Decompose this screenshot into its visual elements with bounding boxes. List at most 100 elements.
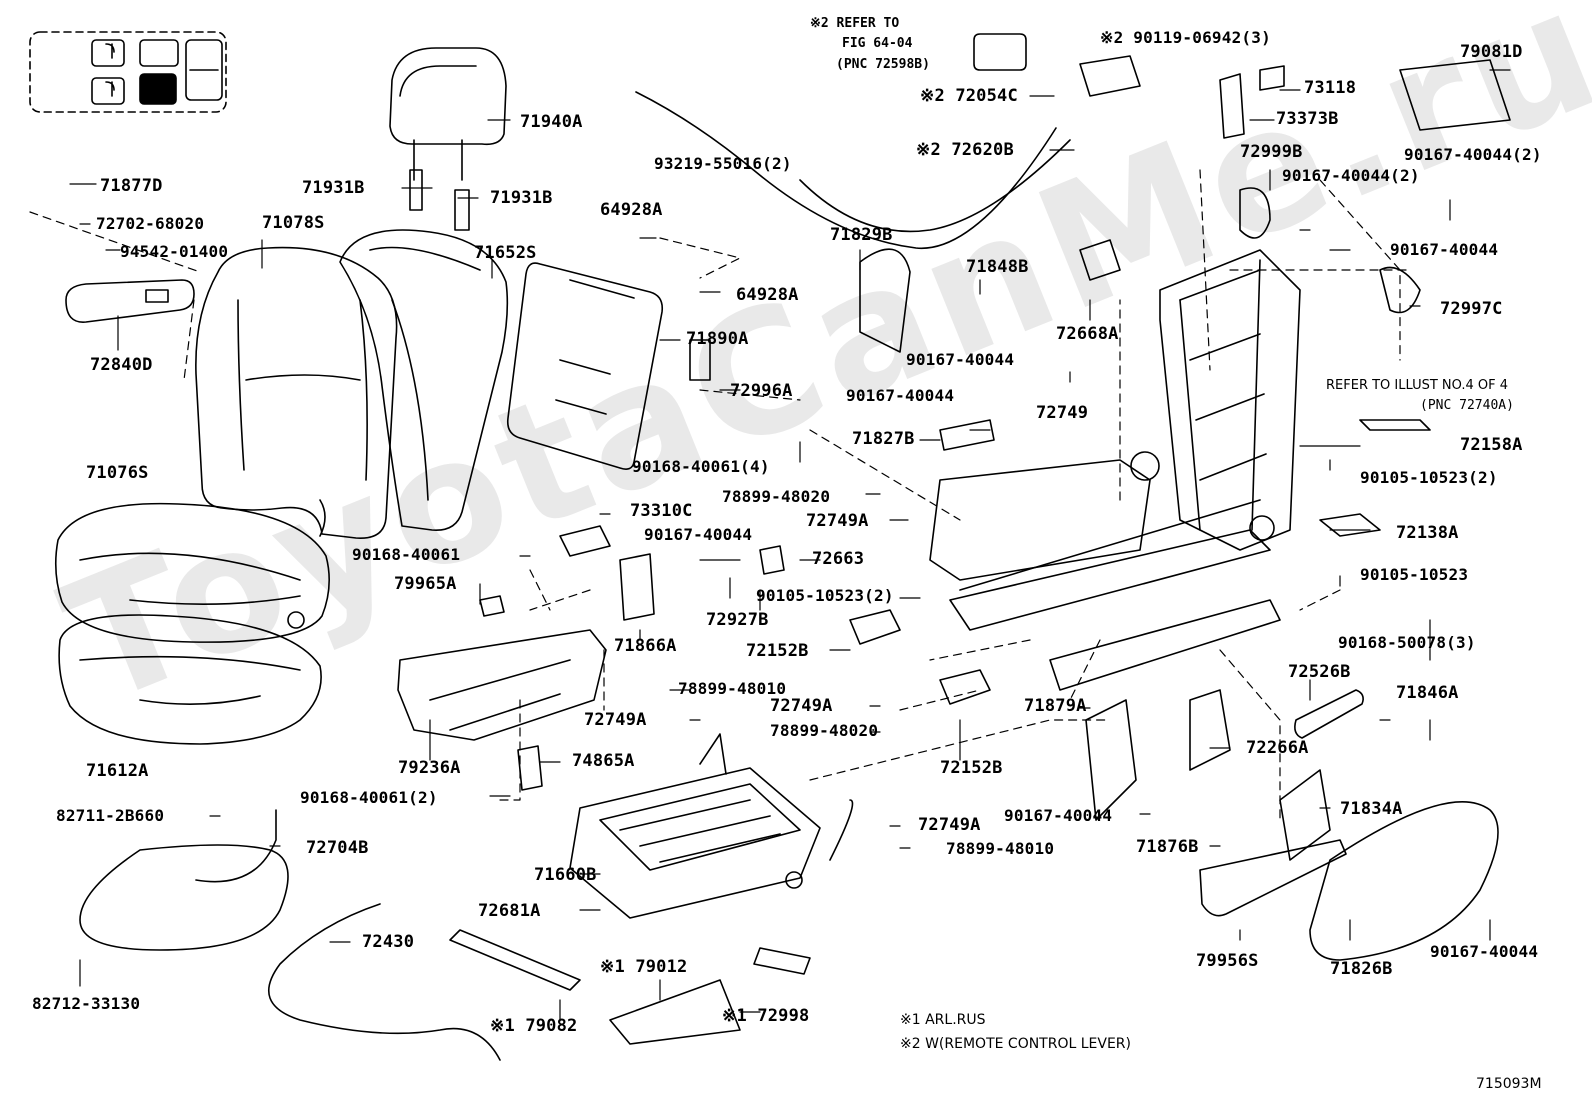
- part-72749A-d[interactable]: 72749A: [918, 815, 981, 835]
- leader-lines: [69, 69, 1511, 1021]
- seat-track-drawing: [929, 459, 1281, 691]
- cushion-frame-drawing: [569, 733, 854, 919]
- diagram-code: 715093M: [1476, 1076, 1542, 1092]
- part-90167-40044-2a[interactable]: 90167-40044(2): [1404, 145, 1542, 164]
- part-82712-33130[interactable]: 82712-33130: [32, 994, 141, 1013]
- seatback-pad-drawing: [339, 229, 509, 531]
- part-71826B[interactable]: 71826B: [1330, 959, 1393, 979]
- part-72999B[interactable]: 72999B: [1240, 142, 1303, 162]
- part-72152B-b[interactable]: 72152B: [940, 758, 1003, 778]
- seatback-frame-drawing: [1130, 249, 1301, 551]
- part-71652S[interactable]: 71652S: [474, 243, 537, 263]
- part-78899-48020-b[interactable]: 78899-48020: [770, 721, 879, 740]
- part-79082[interactable]: ※1 79082: [490, 1016, 578, 1036]
- part-64928A-b[interactable]: 64928A: [736, 285, 799, 305]
- part-72702-68020[interactable]: 72702-68020: [96, 214, 205, 233]
- part-90105-10523-2a[interactable]: 90105-10523(2): [1360, 468, 1498, 487]
- part-72704B[interactable]: 72704B: [306, 838, 369, 858]
- part-71827B[interactable]: 71827B: [852, 429, 915, 449]
- part-71940A[interactable]: 71940A: [520, 112, 583, 132]
- part-73310C[interactable]: 73310C: [630, 501, 693, 521]
- part-90167-40044-2b[interactable]: 90167-40044(2): [1282, 166, 1420, 185]
- part-79236A[interactable]: 79236A: [398, 758, 461, 778]
- part-90105-10523-2b[interactable]: 90105-10523(2): [756, 586, 894, 605]
- part-72054C[interactable]: ※2 72054C: [920, 86, 1018, 106]
- part-71890A[interactable]: 71890A: [686, 329, 749, 349]
- part-71076S[interactable]: 71076S: [86, 463, 149, 483]
- part-72840D[interactable]: 72840D: [90, 355, 153, 375]
- part-64928A-a[interactable]: 64928A: [600, 200, 663, 220]
- part-72158A[interactable]: 72158A: [1460, 435, 1523, 455]
- headrest-drawing: [389, 47, 507, 231]
- part-72430[interactable]: 72430: [362, 932, 415, 952]
- part-72996A[interactable]: 72996A: [730, 381, 793, 401]
- part-72749A-b[interactable]: 72749A: [584, 710, 647, 730]
- illust-refer-line1: REFER TO ILLUST NO.4 OF 4: [1326, 378, 1508, 393]
- part-72138A[interactable]: 72138A: [1396, 523, 1459, 543]
- part-78899-48010-b[interactable]: 78899-48010: [946, 839, 1055, 858]
- seat-location-key: [29, 31, 227, 113]
- part-94542-01400[interactable]: 94542-01400: [120, 242, 229, 261]
- part-72663[interactable]: 72663: [812, 549, 865, 569]
- illust-refer-line2: (PNC 72740A): [1420, 398, 1514, 413]
- part-90167-40044-b[interactable]: 90167-40044: [1004, 806, 1113, 825]
- part-72927B[interactable]: 72927B: [706, 610, 769, 630]
- cushion-cover-drawing: [54, 502, 330, 643]
- fig-refer-line3: (PNC 72598B): [836, 57, 930, 72]
- part-72620B[interactable]: ※2 72620B: [916, 140, 1014, 160]
- part-71866A[interactable]: 71866A: [614, 636, 677, 656]
- part-71877D[interactable]: 71877D: [100, 176, 163, 196]
- part-90105-10523[interactable]: 90105-10523: [1360, 565, 1469, 584]
- part-78899-48020-a[interactable]: 78899-48020: [722, 487, 831, 506]
- seatback-board-drawing: [506, 262, 664, 470]
- part-72526B[interactable]: 72526B: [1288, 662, 1351, 682]
- fig-refer-line1: ※2 REFER TO: [810, 16, 900, 31]
- part-72997C[interactable]: 72997C: [1440, 299, 1503, 319]
- part-90168-50078[interactable]: 90168-50078(3): [1338, 633, 1476, 652]
- seatback-cover-drawing: [195, 246, 398, 539]
- cushion-pad-drawing: [58, 614, 322, 745]
- part-72668A[interactable]: 72668A: [1056, 324, 1119, 344]
- part-71931B-left[interactable]: 71931B: [302, 178, 365, 198]
- part-72152B-a[interactable]: 72152B: [746, 641, 809, 661]
- part-79012[interactable]: ※1 79012: [600, 957, 688, 977]
- footnote-1: ※1 ARL.RUS: [900, 1012, 986, 1028]
- part-73373B[interactable]: 73373B: [1276, 109, 1339, 129]
- part-72749[interactable]: 72749: [1036, 403, 1089, 423]
- part-90167-40044-c2[interactable]: 90167-40044: [846, 386, 955, 405]
- part-72998[interactable]: ※1 72998: [722, 1006, 810, 1026]
- part-71829B[interactable]: 71829B: [830, 225, 893, 245]
- part-90168-40061-2[interactable]: 90168-40061(2): [300, 788, 438, 807]
- part-71848B[interactable]: 71848B: [966, 257, 1029, 277]
- part-90167-40044-r1[interactable]: 90167-40044: [1390, 240, 1499, 259]
- assembly-lines: [29, 169, 1411, 821]
- part-74865A[interactable]: 74865A: [572, 751, 635, 771]
- part-72266A[interactable]: 72266A: [1246, 738, 1309, 758]
- part-71876B[interactable]: 71876B: [1136, 837, 1199, 857]
- part-79965A[interactable]: 79965A: [394, 574, 457, 594]
- part-71879A[interactable]: 71879A: [1024, 696, 1087, 716]
- part-82711-2B660[interactable]: 82711-2B660: [56, 806, 165, 825]
- part-78899-48010-a[interactable]: 78899-48010: [678, 679, 787, 698]
- part-72749A-c[interactable]: 72749A: [770, 696, 833, 716]
- part-79081D[interactable]: 79081D: [1460, 42, 1523, 62]
- part-90168-40061-4[interactable]: 90168-40061(4): [632, 457, 770, 476]
- part-73118[interactable]: 73118: [1304, 78, 1357, 98]
- armrest-drawing: [65, 279, 195, 323]
- part-72749A-a[interactable]: 72749A: [806, 511, 869, 531]
- part-71660B[interactable]: 71660B: [534, 865, 597, 885]
- part-71846A[interactable]: 71846A: [1396, 683, 1459, 703]
- part-90167-40044-br[interactable]: 90167-40044: [1430, 942, 1539, 961]
- part-90167-40044-m[interactable]: 90167-40044: [644, 525, 753, 544]
- part-71078S[interactable]: 71078S: [262, 213, 325, 233]
- part-90167-40044-c1[interactable]: 90167-40044: [906, 350, 1015, 369]
- part-71931B-right[interactable]: 71931B: [490, 188, 553, 208]
- part-71834A[interactable]: 71834A: [1340, 799, 1403, 819]
- part-79956S[interactable]: 79956S: [1196, 951, 1259, 971]
- part-93219-55016[interactable]: 93219-55016(2): [654, 154, 792, 173]
- part-90119-06942[interactable]: ※2 90119-06942(3): [1100, 28, 1271, 47]
- part-71612A[interactable]: 71612A: [86, 761, 149, 781]
- part-90168-40061-a[interactable]: 90168-40061: [352, 545, 461, 564]
- part-72681A[interactable]: 72681A: [478, 901, 541, 921]
